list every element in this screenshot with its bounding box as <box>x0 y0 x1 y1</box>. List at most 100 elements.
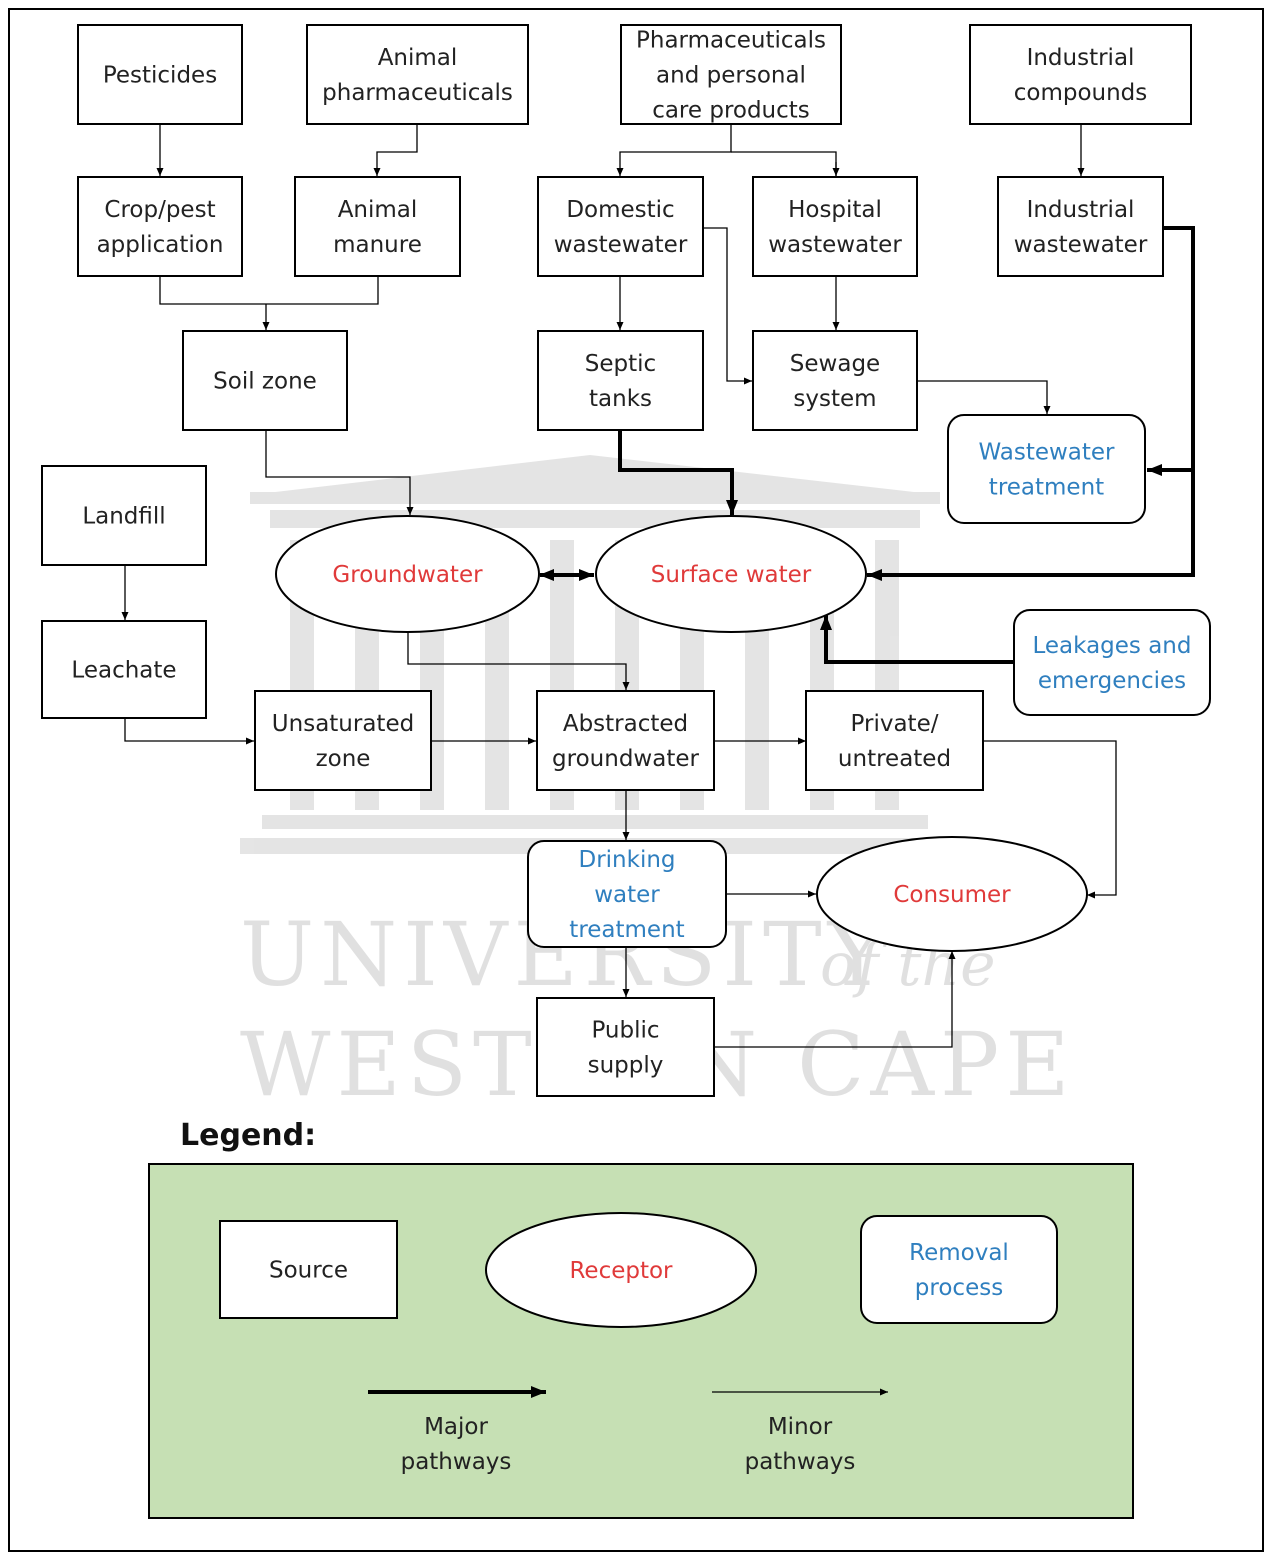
node-soil-zone: Soil zone <box>182 330 348 431</box>
node-groundwater: Groundwater <box>275 515 540 633</box>
source-box <box>41 465 207 566</box>
source-box <box>306 24 529 125</box>
minor-pathways <box>121 124 1117 1048</box>
source-box <box>752 330 918 431</box>
edge-ppcp-domestic <box>616 124 732 176</box>
source-box <box>294 176 461 277</box>
major-pathways <box>539 226 1195 664</box>
node-label-line: Landfill <box>82 504 165 530</box>
edge-industrial-surface <box>867 470 1195 581</box>
node-label-line: treatment <box>569 917 684 943</box>
edge-soil-groundwater <box>265 430 414 515</box>
node-label-line: Groundwater <box>332 562 483 588</box>
source-box <box>536 997 715 1097</box>
node-sewage-system: Sewage system <box>752 330 918 431</box>
source-box <box>77 176 243 277</box>
node-label-line: Animal <box>378 45 458 71</box>
edge-public-consumer <box>714 951 956 1048</box>
source-box <box>182 330 348 431</box>
node-label-line: tanks <box>589 386 652 412</box>
node-label-line: pharmaceuticals <box>322 80 513 106</box>
node-industrial-compounds: Industrial compounds <box>969 24 1192 125</box>
node-label-line: untreated <box>838 746 951 772</box>
node-label-line: Leakages and <box>1033 633 1192 659</box>
edge-crop-soil <box>159 276 379 305</box>
node-dw-treatment: Drinking water treatment <box>527 840 727 948</box>
node-label-line: compounds <box>1014 80 1148 106</box>
legend-minor-caption-line: Minor <box>768 1414 833 1440</box>
edge-ppcp-hospital <box>731 151 837 176</box>
edge-sewage-wwt <box>917 380 1051 414</box>
receptor-ellipse <box>816 836 1088 952</box>
edge-septic-surface <box>618 430 738 515</box>
node-label-line: Consumer <box>893 882 1011 908</box>
edge-groundwater-abstracted <box>407 632 630 690</box>
source-box <box>254 690 432 791</box>
node-label-line: water <box>594 882 660 908</box>
legend-minor-caption-line: pathways <box>745 1449 856 1475</box>
legend-major-caption-line: pathways <box>401 1449 512 1475</box>
source-box <box>752 176 918 277</box>
removal-box <box>527 840 727 948</box>
node-label-line: Surface water <box>651 562 812 588</box>
legend-minor-caption: Minor pathways <box>745 1414 856 1475</box>
node-label-line: supply <box>588 1053 664 1079</box>
source-box <box>537 330 704 431</box>
node-label-line: wastewater <box>768 232 902 258</box>
source-box <box>620 24 842 125</box>
node-legend-source: Source <box>219 1220 398 1319</box>
source-box <box>536 690 715 791</box>
node-label-line: Hospital <box>788 197 882 223</box>
legend-title: Legend: <box>180 1118 316 1153</box>
node-label-line: and personal <box>656 63 806 89</box>
node-label-line: treatment <box>989 475 1104 501</box>
node-label-line: wastewater <box>1014 232 1148 258</box>
building-icon <box>240 455 950 854</box>
node-ww-treatment: Wastewater treatment <box>947 414 1146 524</box>
source-box <box>77 24 243 125</box>
node-pesticides: Pesticides <box>77 24 243 125</box>
node-label-line: Wastewater <box>978 440 1115 466</box>
node-label-line: Source <box>269 1258 348 1284</box>
source-box <box>219 1220 398 1319</box>
edge-industrial-wwt <box>1147 226 1195 476</box>
node-label-line: Abstracted <box>563 711 688 737</box>
node-leachate: Leachate <box>41 620 207 719</box>
removal-box <box>1013 609 1211 716</box>
receptor-ellipse <box>595 515 867 633</box>
node-label-line: zone <box>316 746 371 772</box>
node-label-line: system <box>793 386 876 412</box>
figure-frame <box>8 8 1264 1552</box>
node-label-line: care products <box>652 98 810 124</box>
node-landfill: Landfill <box>41 465 207 566</box>
edge-leachate-unsat <box>124 718 254 745</box>
source-box <box>969 24 1192 125</box>
edge-leakages-surface <box>820 615 1013 664</box>
node-label-line: Receptor <box>569 1258 673 1284</box>
source-box <box>537 176 704 277</box>
receptor-ellipse <box>275 515 540 633</box>
node-animal-pharma: Animal pharmaceuticals <box>306 24 529 125</box>
node-label-line: emergencies <box>1038 668 1186 694</box>
node-label-line: process <box>915 1275 1003 1301</box>
node-label-line: manure <box>333 232 422 258</box>
node-label-line: groundwater <box>552 746 699 772</box>
node-label-line: Sewage <box>790 351 880 377</box>
node-legend-receptor: Receptor <box>485 1212 757 1328</box>
node-surface-water: Surface water <box>595 515 867 633</box>
source-box <box>997 176 1164 277</box>
node-label-line: Private/ <box>851 711 939 737</box>
node-label-line: Drinking <box>578 847 675 873</box>
node-label-line: Industrial <box>1027 45 1135 71</box>
node-label-line: Soil zone <box>213 369 317 395</box>
node-abstracted-gw: Abstracted groundwater <box>536 690 715 791</box>
edge-domestic-sewage <box>703 227 752 385</box>
node-consumer: Consumer <box>816 836 1088 952</box>
node-label-line: Domestic <box>566 197 674 223</box>
